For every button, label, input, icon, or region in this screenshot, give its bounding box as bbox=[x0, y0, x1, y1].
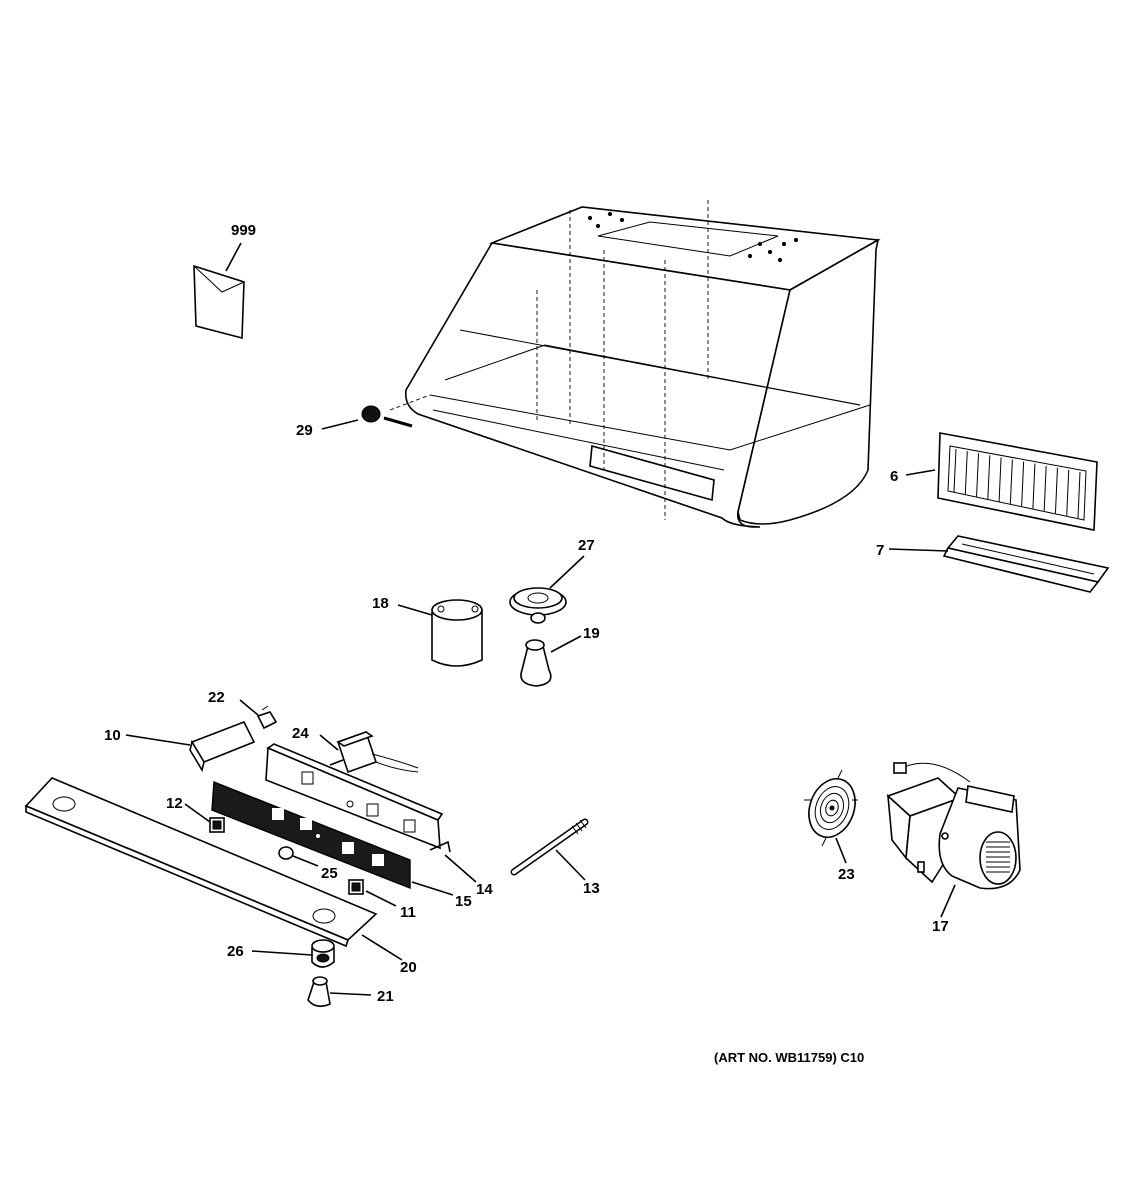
art-number: (ART NO. WB11759) C10 bbox=[714, 1050, 864, 1065]
filter-slat bbox=[998, 457, 1002, 502]
switch-11 bbox=[348, 879, 364, 895]
nameplate-badge bbox=[361, 405, 413, 428]
filter-slat bbox=[987, 455, 991, 500]
filter-slat bbox=[1043, 465, 1047, 511]
callout-12: 12 bbox=[166, 795, 183, 812]
filter-slat bbox=[1077, 471, 1081, 519]
lamp-clip bbox=[256, 705, 278, 730]
mounting-bracket bbox=[189, 720, 256, 773]
callout-25: 25 bbox=[321, 865, 338, 882]
leader-lines bbox=[125, 242, 956, 996]
filter-slat bbox=[1021, 461, 1025, 507]
callout-21: 21 bbox=[377, 988, 394, 1005]
filter-slat bbox=[976, 453, 980, 497]
callout-24: 24 bbox=[292, 725, 309, 742]
callout-labels: 999 29 6 7 27 18 19 22 10 24 12 25 11 15… bbox=[104, 222, 949, 1065]
switch-12 bbox=[209, 817, 225, 833]
light-lens bbox=[942, 535, 1110, 593]
lamp-socket bbox=[509, 587, 567, 624]
callout-23: 23 bbox=[838, 866, 855, 883]
switch-box bbox=[329, 730, 419, 774]
lower-lamp-socket bbox=[311, 939, 335, 968]
callout-22: 22 bbox=[208, 689, 225, 706]
filter-slat bbox=[1032, 463, 1036, 509]
callout-999: 999 bbox=[231, 222, 256, 239]
lower-light-bulb bbox=[307, 976, 331, 1008]
callout-19: 19 bbox=[583, 625, 600, 642]
control-panel-face bbox=[211, 780, 411, 890]
light-bulb bbox=[520, 639, 552, 687]
filter-slat bbox=[1009, 459, 1013, 504]
callout-27: 27 bbox=[578, 537, 595, 554]
callout-7: 7 bbox=[876, 542, 884, 559]
range-hood-body bbox=[389, 200, 881, 528]
filter-slat bbox=[953, 448, 957, 493]
blower-motor bbox=[886, 762, 1021, 890]
callout-17: 17 bbox=[932, 918, 949, 935]
callout-26: 26 bbox=[227, 943, 244, 960]
callout-13: 13 bbox=[583, 880, 600, 897]
control-knob bbox=[278, 846, 294, 860]
callout-14: 14 bbox=[476, 881, 493, 898]
callout-10: 10 bbox=[104, 727, 121, 744]
callout-15: 15 bbox=[455, 893, 472, 910]
callout-11: 11 bbox=[400, 904, 416, 921]
fan-guard bbox=[804, 769, 858, 847]
filter-slat bbox=[1054, 467, 1058, 514]
callout-20: 20 bbox=[400, 959, 417, 976]
filter-slat bbox=[1066, 469, 1070, 516]
control-panel-housing bbox=[265, 743, 451, 853]
capacitor bbox=[431, 599, 483, 667]
filter-slat bbox=[964, 451, 968, 495]
callout-6: 6 bbox=[890, 468, 898, 485]
grease-filter bbox=[937, 432, 1098, 531]
callout-18: 18 bbox=[372, 595, 389, 612]
literature-envelope bbox=[193, 264, 245, 340]
bottom-rail bbox=[24, 777, 378, 948]
drive-shaft bbox=[510, 818, 589, 876]
callout-29: 29 bbox=[296, 422, 313, 439]
